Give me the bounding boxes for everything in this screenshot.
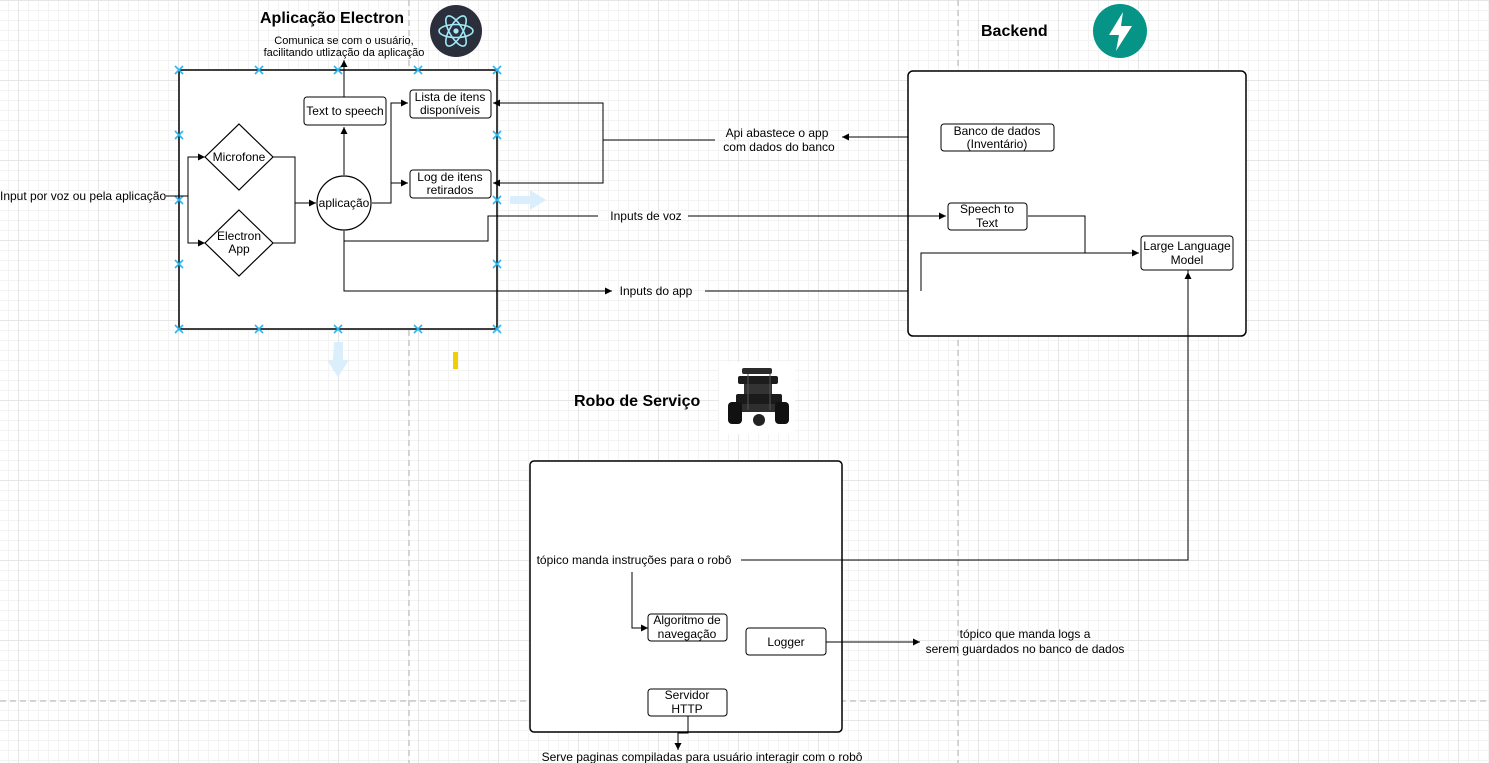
banco-dados-label-2: (Inventário) [967,137,1028,151]
log-itens-node[interactable] [409,169,492,199]
algoritmo-navegacao-node[interactable] [647,613,728,642]
speech-to-text-label-2: Text [976,216,999,230]
electron-connectors [166,60,612,295]
logs-label-2: serem guardados no banco de dados [926,642,1125,656]
banco-dados-node[interactable] [940,123,1055,152]
text-to-speech-label: Text to speech [306,104,383,118]
speech-to-text-label-1: Speech to [960,202,1014,216]
serve-paginas-label: Serve paginas compiladas para usuário in… [542,750,863,763]
electron-app-node[interactable] [204,209,274,277]
backend-section-title: Backend [981,23,1048,40]
llm-node[interactable] [1140,235,1234,271]
inputs-app-label: Inputs do app [620,284,693,298]
input-label: Input por voz ou pela aplicação [0,189,166,203]
log-itens-label-2: retirados [427,183,474,197]
lista-itens-label-2: disponíveis [420,103,480,117]
log-itens-label-1: Log de itens [417,170,482,184]
topico-instrucoes-label: tópico manda instruções para o robô [537,553,732,567]
banco-dados-label-1: Banco de dados [954,124,1041,138]
logs-label-1: tópico que manda logs a [960,627,1091,641]
servidor-label-2: HTTP [671,702,702,716]
lista-itens-node[interactable] [409,89,492,119]
electron-app-label-2: App [228,242,250,256]
aplicacao-node[interactable] [316,175,372,231]
drop-arrow-down [327,342,349,377]
logger-node[interactable] [745,627,827,656]
algoritmo-label-2: navegação [658,627,717,641]
llm-label-1: Large Language [1143,239,1231,253]
selection-handles [174,65,502,334]
robot-container[interactable] [529,460,843,733]
aplicacao-label: aplicação [319,196,370,210]
servidor-http-node[interactable] [647,688,728,717]
logger-label: Logger [767,635,804,649]
microfone-node[interactable] [204,123,274,191]
drop-arrow-right [510,190,546,210]
yellow-marker [453,352,458,369]
lista-itens-label-1: Lista de itens [415,90,486,104]
speech-to-text-node[interactable] [947,202,1028,231]
robot-section-title: Robo de Serviço [574,393,700,410]
electron-note-line1: Comunica se com o usuário, [274,35,413,47]
electron-section-title: Aplicação Electron [260,10,404,27]
api-label-2: com dados do banco [723,140,835,154]
electron-logo-icon [430,5,482,57]
servidor-label-1: Servidor [665,688,710,702]
fastapi-logo-icon [1093,4,1147,58]
robot-connectors [631,272,1192,750]
robot-photo-icon [719,362,795,434]
api-label-1: Api abastece o app [726,126,829,140]
text-to-speech-node[interactable] [303,96,387,126]
algoritmo-label-1: Algoritmo de [653,613,721,627]
electron-note-line2: facilitando utlização da aplicação [264,47,425,59]
microfone-label: Microfone [213,150,266,164]
electron-app-label-1: Electron [217,229,261,243]
llm-label-2: Model [1171,253,1204,267]
inputs-voz-label: Inputs de voz [610,209,681,223]
